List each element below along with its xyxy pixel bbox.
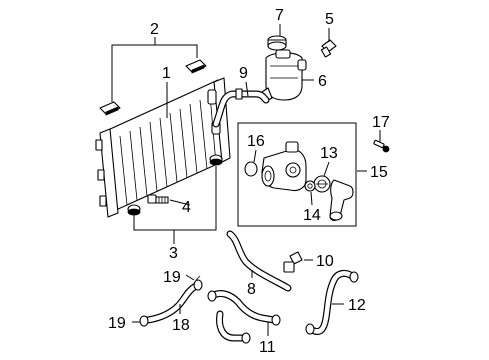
pressure-cap [267, 35, 287, 51]
coolant-reservoir [261, 49, 307, 103]
callout-14: 14 [303, 207, 321, 224]
callout-16: 16 [247, 133, 265, 150]
radiator [95, 77, 231, 218]
callout-5: 5 [325, 11, 334, 28]
hose-clamp-upper [193, 275, 203, 291]
callout-11: 11 [259, 339, 276, 356]
callout-8: 8 [247, 281, 256, 298]
thermostat-housing [261, 141, 307, 192]
heater-hose [305, 269, 359, 335]
callout-17: 17 [372, 114, 390, 131]
callout-10: 10 [316, 253, 334, 270]
radiator-upper-bracket-right [185, 59, 207, 74]
thermostat-gasket [304, 180, 316, 192]
callout-1: 1 [162, 65, 171, 82]
upper-radiator-hose [144, 282, 200, 324]
callouts: 1 2 3 4 5 6 7 8 9 10 11 12 13 14 15 16 1… [108, 7, 390, 356]
lower-radiator-hose [207, 290, 281, 344]
water-outlet [329, 179, 354, 222]
callout-2: 2 [150, 21, 159, 38]
thermostat-housing-bolt [373, 139, 390, 153]
drain-plug [147, 194, 169, 204]
callout-18: 18 [172, 317, 190, 334]
callout-19-lower: 19 [108, 315, 126, 332]
callout-9: 9 [239, 65, 248, 82]
callout-4: 4 [182, 199, 191, 216]
reservoir-hose [212, 88, 270, 128]
bypass-tube [226, 230, 292, 292]
reservoir-bolt [320, 39, 337, 58]
o-ring [244, 161, 258, 177]
callout-3: 3 [169, 245, 178, 262]
callout-15: 15 [370, 164, 388, 181]
hose-clamp-lower [139, 315, 149, 327]
callout-7: 7 [275, 7, 284, 24]
thermostat-assembly-box [237, 122, 357, 227]
callout-12: 12 [348, 297, 366, 314]
bleed-screw [283, 251, 303, 273]
callout-19-upper: 19 [163, 269, 181, 286]
lower-isolator-right [209, 154, 223, 166]
callout-13: 13 [320, 145, 338, 162]
radiator-upper-bracket-left [99, 101, 121, 116]
callout-6: 6 [318, 73, 327, 90]
thermostat [313, 175, 331, 193]
leader-lines [111, 24, 381, 336]
